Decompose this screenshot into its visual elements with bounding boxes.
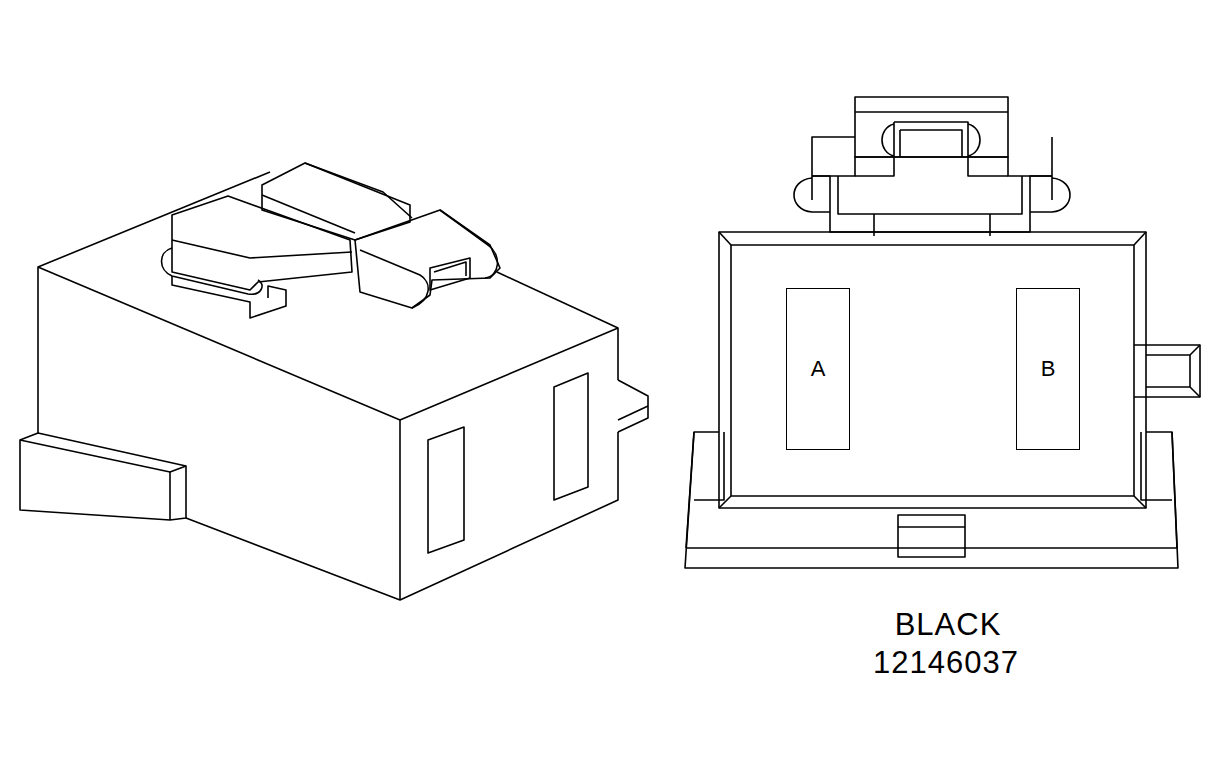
pin-cavity: B (1016, 288, 1080, 450)
part-number: 12146037 (873, 645, 1019, 681)
pin-cavity: A (786, 288, 850, 450)
color-label: BLACK (895, 607, 1002, 643)
pin-letter: A (811, 356, 826, 382)
pin-letter: B (1041, 356, 1056, 382)
